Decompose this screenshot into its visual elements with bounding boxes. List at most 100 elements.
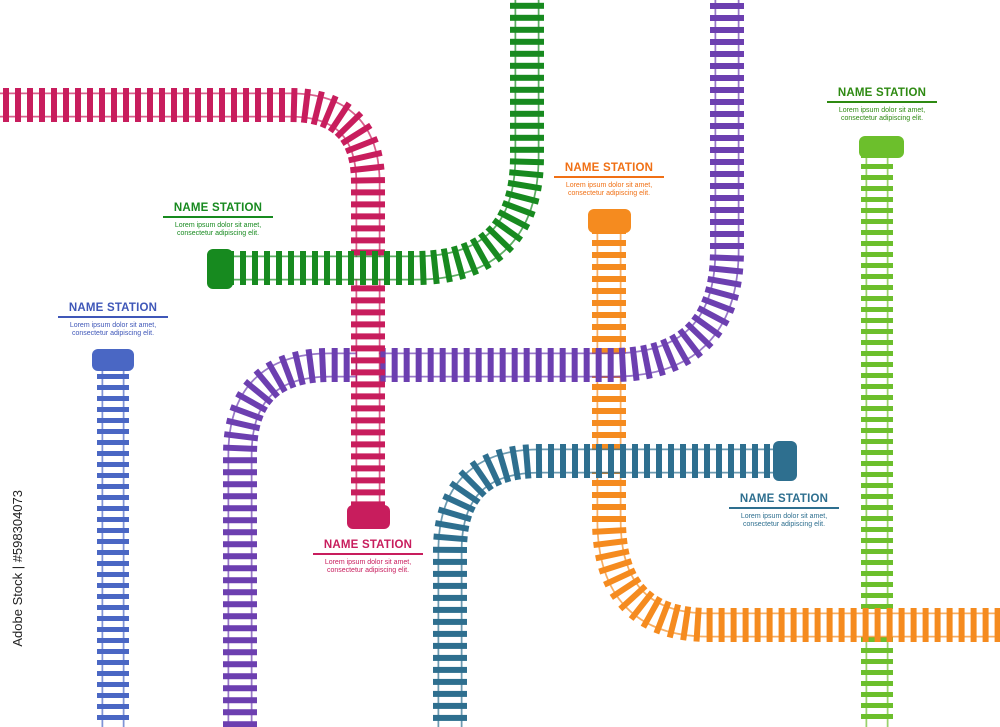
- station-label-blue: NAME STATION Lorem ipsum dolor sit amet,…: [58, 302, 168, 339]
- track-tie: [754, 608, 761, 642]
- track-tie: [958, 608, 965, 642]
- track-tie: [710, 219, 744, 225]
- track-tie: [223, 577, 257, 584]
- track-tie: [603, 567, 637, 588]
- track-tie: [710, 99, 744, 105]
- track-tie: [87, 88, 93, 122]
- track-tie: [97, 616, 129, 621]
- track-tie: [505, 190, 540, 205]
- track-tie: [433, 642, 467, 649]
- track-tie: [340, 122, 373, 146]
- track-tie: [351, 333, 385, 340]
- track-blue: [97, 360, 129, 727]
- track-tie: [343, 348, 350, 382]
- track-tie: [265, 360, 288, 394]
- track-tie: [97, 517, 129, 522]
- track-tie: [223, 481, 257, 488]
- track-tie: [305, 348, 316, 384]
- track-tie: [351, 225, 385, 232]
- station-title: NAME STATION: [173, 202, 263, 214]
- track-tie: [511, 348, 518, 382]
- track-tie: [584, 444, 590, 478]
- track-tie: [707, 275, 742, 288]
- track-tie: [351, 369, 385, 376]
- track-tie: [592, 240, 626, 246]
- track-tie: [97, 506, 129, 511]
- track-tie: [701, 296, 736, 314]
- track-tie: [434, 520, 470, 532]
- track-tie: [861, 296, 893, 301]
- track-tie: [618, 583, 648, 612]
- track-tie: [861, 494, 893, 499]
- track-magenta: [0, 87, 386, 515]
- track-tie: [97, 561, 129, 566]
- track-tie: [710, 135, 744, 141]
- track-tie: [861, 703, 893, 708]
- track-tie: [680, 606, 692, 641]
- track-tie: [861, 714, 893, 719]
- track-tie: [970, 608, 977, 642]
- track-tie: [523, 348, 530, 382]
- rail-inner: [0, 94, 379, 515]
- track-tie: [97, 429, 129, 434]
- track-tie: [231, 88, 237, 122]
- track-tie: [433, 702, 467, 709]
- track-tie: [861, 648, 893, 653]
- track-tie: [111, 88, 117, 122]
- track-tie: [223, 517, 257, 524]
- track-tie: [510, 98, 544, 105]
- track-tie: [351, 393, 385, 400]
- track-tie: [485, 225, 515, 254]
- track-tie: [318, 348, 327, 383]
- track-tie: [706, 608, 713, 642]
- track-tie: [159, 88, 165, 122]
- track-tie: [433, 714, 467, 721]
- watermark-text: Adobe Stock | #598304073: [10, 490, 25, 647]
- track-tie: [351, 477, 385, 484]
- track-tie: [595, 548, 630, 562]
- track-tie: [656, 444, 662, 478]
- track-tie: [278, 354, 297, 389]
- track-tie: [593, 537, 628, 549]
- track-tie: [97, 660, 129, 665]
- track-tie: [861, 307, 893, 312]
- track-tie: [572, 444, 578, 478]
- track-tie: [223, 613, 257, 620]
- track-tie: [583, 348, 590, 382]
- track-tie: [608, 444, 614, 478]
- track-tie: [97, 550, 129, 555]
- track-tie: [592, 420, 626, 426]
- track-tie: [718, 608, 725, 642]
- track-tie: [592, 527, 627, 535]
- track-tie: [861, 263, 893, 268]
- station-desc-line2: consectetur adipiscing elit.: [71, 330, 155, 337]
- track-tie: [861, 450, 893, 455]
- track-tie: [351, 357, 385, 364]
- track-tie: [861, 197, 893, 202]
- track-tie: [97, 484, 129, 489]
- track-tie: [433, 570, 467, 577]
- track-tie: [592, 276, 626, 282]
- track-tie: [595, 348, 602, 382]
- track-tie: [861, 252, 893, 257]
- track-tie: [861, 516, 893, 521]
- track-tie: [592, 396, 626, 402]
- track-tie: [861, 208, 893, 213]
- track-tie: [790, 608, 797, 642]
- track-tie: [463, 348, 470, 382]
- station-title: NAME STATION: [323, 539, 413, 551]
- track-tie: [592, 384, 626, 390]
- track-tie: [861, 164, 893, 169]
- track-tie: [97, 528, 129, 533]
- track-tie: [243, 88, 249, 122]
- track-tie: [640, 344, 653, 380]
- track-tie: [509, 169, 544, 179]
- track-tie: [372, 251, 378, 285]
- track-tie: [324, 251, 330, 285]
- track-tie: [97, 682, 129, 687]
- track-tie: [571, 348, 578, 382]
- track-tie: [704, 444, 710, 478]
- track-tie: [522, 444, 532, 479]
- buffer-stop-teal: [773, 441, 797, 481]
- track-tie: [742, 608, 749, 642]
